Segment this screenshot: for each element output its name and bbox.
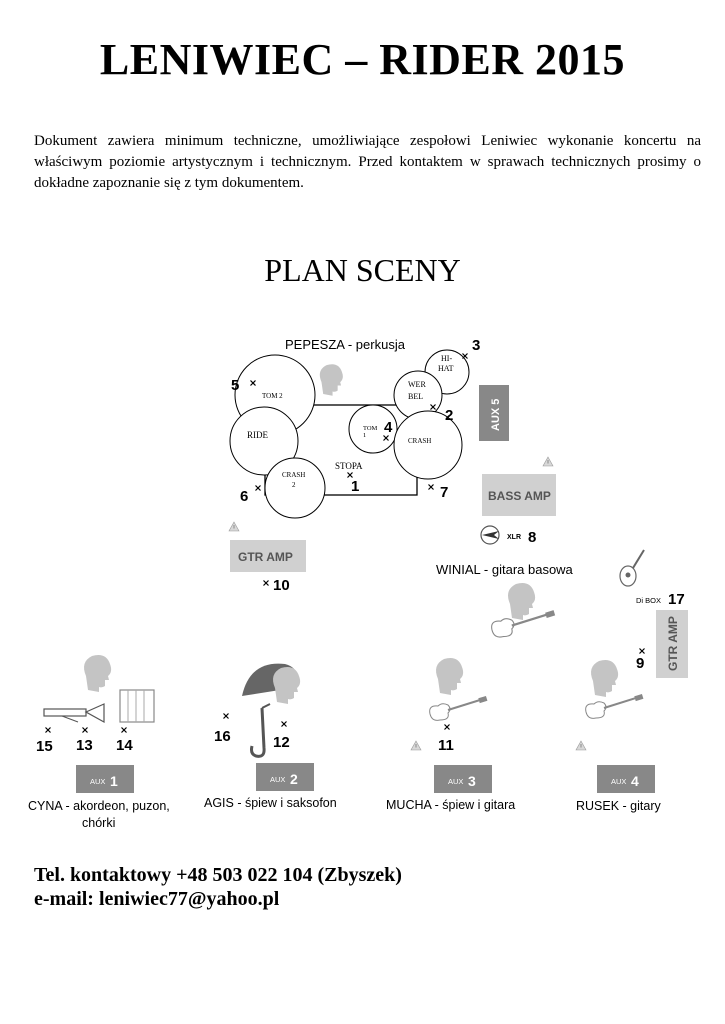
- acoustic-guitar-icon: [619, 549, 645, 587]
- aux1-monitor: AUX 1: [76, 765, 134, 793]
- bass-amp-label: BASS AMP: [488, 489, 551, 503]
- agis-label: AGIS - śpiew i saksofon: [204, 796, 337, 810]
- tom2-label: TOM 2: [262, 392, 283, 400]
- drums-label: PEPESZA - perkusja: [285, 337, 406, 352]
- accordion-icon: [119, 689, 155, 723]
- document-title: LENIWIEC – RIDER 2015: [99, 35, 626, 84]
- rusek-icon: [591, 660, 619, 697]
- contact-phone: Tel. kontaktowy +48 503 022 104 (Zbyszek…: [34, 864, 402, 886]
- aux4-num: 4: [631, 773, 639, 789]
- stage-plan-heading: PLAN SCENY: [264, 252, 461, 288]
- channel-7: 7: [440, 484, 448, 501]
- channel-10: 10: [273, 577, 290, 594]
- gtr-amp-left: [230, 540, 306, 572]
- channel-4: 4: [384, 419, 393, 436]
- power-outlet-icon: [542, 456, 554, 467]
- channel-1: 1: [351, 478, 359, 495]
- aux2-prefix: AUX: [270, 775, 285, 784]
- trombone-icon: [43, 703, 105, 724]
- aux1-prefix: AUX: [90, 777, 105, 786]
- crash2-label-2: 2: [292, 481, 296, 489]
- crash2: [264, 457, 326, 519]
- channel-8: 8: [528, 529, 536, 546]
- hihat-label-1: HI-: [441, 354, 452, 363]
- channel-15: 15: [36, 738, 53, 755]
- mucha-icon: [436, 658, 464, 695]
- channel-9: 9: [636, 655, 644, 672]
- tom1: [348, 404, 398, 454]
- mucha-guitar-icon: [428, 694, 489, 722]
- crash-label: CRASH: [408, 437, 431, 445]
- channel-12: 12: [273, 734, 290, 751]
- channel-3: 3: [472, 337, 480, 354]
- cyna-label-line2: chórki: [82, 816, 115, 830]
- gtr-amp-right-label: GTR AMP: [666, 616, 680, 671]
- channel-2: 2: [445, 407, 453, 424]
- crash: [393, 410, 463, 480]
- werbel-label-1: WER: [408, 380, 426, 389]
- di-box-label: Di BOX: [636, 596, 661, 605]
- xlr-label: XLR: [507, 534, 521, 541]
- bass-amp: [482, 474, 556, 516]
- saxophone-icon: [250, 703, 271, 758]
- channel-16: 16: [214, 728, 231, 745]
- gtr-amp-right: GTR AMP: [656, 610, 688, 678]
- aux1-num: 1: [110, 773, 118, 789]
- drummer-icon: [319, 364, 343, 396]
- xlr-connector-icon: [480, 525, 500, 545]
- stopa-label: STOPA: [335, 461, 363, 471]
- channel-14: 14: [116, 737, 133, 754]
- bassist-icon: [508, 583, 536, 620]
- gtr-amp-left-label: GTR AMP: [238, 550, 293, 564]
- intro-paragraph: Dokument zawiera minimum techniczne, umo…: [34, 133, 701, 191]
- winial-label: WINIAL - gitara basowa: [436, 562, 574, 577]
- hihat-label-2: HAT: [438, 364, 454, 373]
- channel-13: 13: [76, 737, 93, 754]
- ride-label: RIDE: [247, 430, 268, 440]
- rusek-guitar-icon: [584, 692, 645, 720]
- aux5-monitor: AUX 5: [479, 385, 509, 441]
- aux2-num: 2: [290, 771, 298, 787]
- aux3-num: 3: [468, 773, 476, 789]
- crash2-label-1: CRASH: [282, 471, 305, 479]
- rusek-label: RUSEK - gitary: [576, 799, 661, 813]
- ride: [229, 406, 299, 476]
- tom1-label-2: 1: [363, 432, 366, 439]
- aux5-label: AUX 5: [490, 399, 502, 431]
- werbel-label-2: BEL: [408, 392, 423, 401]
- aux3-monitor: AUX 3: [434, 765, 492, 793]
- mucha-label: MUCHA - śpiew i gitara: [386, 798, 515, 812]
- cyna-icon: [84, 655, 112, 692]
- power-outlet-icon: [410, 740, 422, 751]
- channel-6: 6: [240, 488, 248, 505]
- agis-icon: [242, 663, 301, 704]
- contact-email[interactable]: e-mail: leniwiec77@yahoo.pl: [34, 888, 280, 910]
- cyna-label: CYNA - akordeon, puzon,: [28, 799, 170, 813]
- power-outlet-icon: [228, 521, 240, 532]
- channel-17: 17: [668, 591, 685, 608]
- aux4-monitor: AUX 4: [597, 765, 655, 793]
- channel-5: 5: [231, 377, 239, 394]
- power-outlet-icon: [575, 740, 587, 751]
- channel-11: 11: [438, 737, 454, 754]
- aux3-prefix: AUX: [448, 777, 463, 786]
- aux2-monitor: AUX 2: [256, 763, 314, 791]
- aux4-prefix: AUX: [611, 777, 626, 786]
- tom1-label-1: TOM: [363, 425, 378, 432]
